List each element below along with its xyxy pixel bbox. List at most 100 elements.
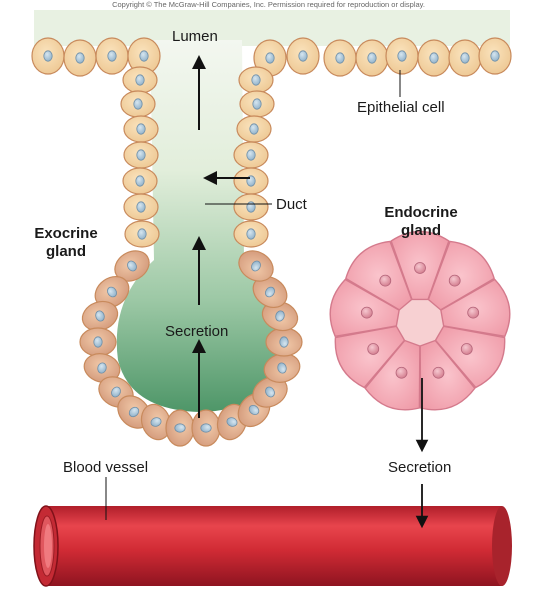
- nucleus: [252, 98, 262, 110]
- nucleus: [448, 274, 461, 287]
- duct-cell: [123, 141, 159, 169]
- secretory-cell: [252, 376, 288, 408]
- label-epithelial-cell: Epithelial cell: [357, 99, 445, 116]
- label-endocrine-gland: Endocrine gland: [366, 204, 476, 240]
- secretory-cell: [165, 409, 195, 447]
- exocrine-epithelium: [31, 37, 512, 447]
- endocrine-gland-cells: [329, 230, 511, 411]
- nucleus: [367, 52, 377, 64]
- nucleus: [246, 228, 256, 240]
- duct-cell: [123, 115, 159, 143]
- endocrine-cell: [364, 339, 421, 411]
- label-endocrine-line1: Endocrine: [384, 204, 458, 221]
- nucleus: [279, 336, 289, 348]
- nucleus: [128, 406, 140, 418]
- duct-cell: [120, 90, 156, 118]
- nucleus: [277, 362, 287, 374]
- nucleus: [249, 123, 259, 135]
- secretory-cell: [114, 250, 150, 282]
- label-exocrine-line1: Exocrine: [34, 225, 98, 242]
- epithelial-cell: [31, 37, 65, 75]
- nucleus: [136, 201, 146, 213]
- nucleus: [174, 423, 186, 433]
- label-exocrine-line2: gland: [46, 243, 86, 260]
- endocrine-cell: [345, 240, 413, 311]
- nucleus: [335, 52, 345, 64]
- epithelial-cell: [385, 37, 419, 75]
- nucleus: [93, 336, 103, 348]
- duct-cell: [124, 220, 160, 248]
- nucleus: [127, 260, 137, 272]
- epithelial-cell: [478, 37, 512, 75]
- secretory-cell: [263, 353, 301, 383]
- leader-lines: [105, 70, 401, 520]
- epithelial-cell: [286, 37, 320, 75]
- duct-cell: [122, 167, 158, 195]
- endocrine-cell: [427, 240, 495, 311]
- nucleus: [414, 262, 426, 274]
- epithelial-cell: [448, 39, 482, 77]
- nucleus: [360, 306, 373, 319]
- copyright-notice: Copyright © The McGraw-Hill Companies, I…: [112, 0, 425, 9]
- nucleus: [139, 50, 149, 62]
- secretory-cell: [265, 327, 303, 357]
- nucleus: [275, 310, 285, 322]
- label-secretion-exocrine: Secretion: [165, 323, 229, 340]
- nucleus: [135, 175, 145, 187]
- nucleus: [111, 386, 121, 398]
- duct-cell: [236, 115, 272, 143]
- duct-cell: [233, 220, 269, 248]
- label-lumen: Lumen: [172, 28, 218, 45]
- secretory-cell: [79, 327, 117, 357]
- nucleus: [251, 260, 261, 272]
- epithelial-cell: [417, 39, 451, 77]
- epithelial-cell: [95, 37, 129, 75]
- duct-cell: [238, 66, 274, 94]
- epithelial-cell: [355, 39, 389, 77]
- nucleus: [107, 50, 117, 62]
- duct-cell: [122, 66, 158, 94]
- nucleus: [395, 366, 408, 379]
- nucleus: [133, 98, 143, 110]
- duct-cell: [233, 167, 269, 195]
- nucleus: [135, 74, 145, 86]
- nucleus: [265, 52, 275, 64]
- nucleus: [246, 201, 256, 213]
- label-exocrine-gland: Exocrine gland: [24, 225, 108, 261]
- nucleus: [95, 310, 105, 322]
- nucleus: [429, 52, 439, 64]
- nucleus: [248, 404, 260, 416]
- nucleus: [136, 149, 146, 161]
- nucleus: [490, 50, 500, 62]
- nucleus: [226, 417, 238, 427]
- endocrine-center: [396, 298, 444, 346]
- secretory-cell: [83, 353, 121, 383]
- nucleus: [265, 386, 275, 398]
- nucleus: [107, 286, 117, 298]
- epithelial-cell: [63, 39, 97, 77]
- nucleus: [251, 74, 261, 86]
- endocrine-cell: [334, 325, 406, 389]
- nucleus: [97, 362, 107, 374]
- secretory-cell: [252, 275, 288, 309]
- nucleus: [367, 343, 380, 355]
- label-blood-vessel: Blood vessel: [63, 459, 149, 476]
- nucleus: [265, 286, 275, 298]
- nucleus: [136, 123, 146, 135]
- nucleus: [246, 149, 256, 161]
- label-secretion-endocrine: Secretion: [388, 459, 452, 476]
- nucleus: [467, 306, 480, 319]
- duct-cell: [233, 193, 269, 221]
- label-endocrine-line2: gland: [401, 222, 441, 239]
- label-duct: Duct: [276, 196, 307, 213]
- secretory-cell: [238, 250, 274, 282]
- epithelial-cell: [323, 39, 357, 77]
- nucleus: [460, 343, 473, 355]
- endocrine-cell: [419, 339, 476, 411]
- nucleus: [137, 228, 147, 240]
- nucleus: [379, 274, 392, 287]
- flow-arrows: [192, 55, 429, 529]
- nucleus: [200, 423, 212, 433]
- duct-cell: [233, 141, 269, 169]
